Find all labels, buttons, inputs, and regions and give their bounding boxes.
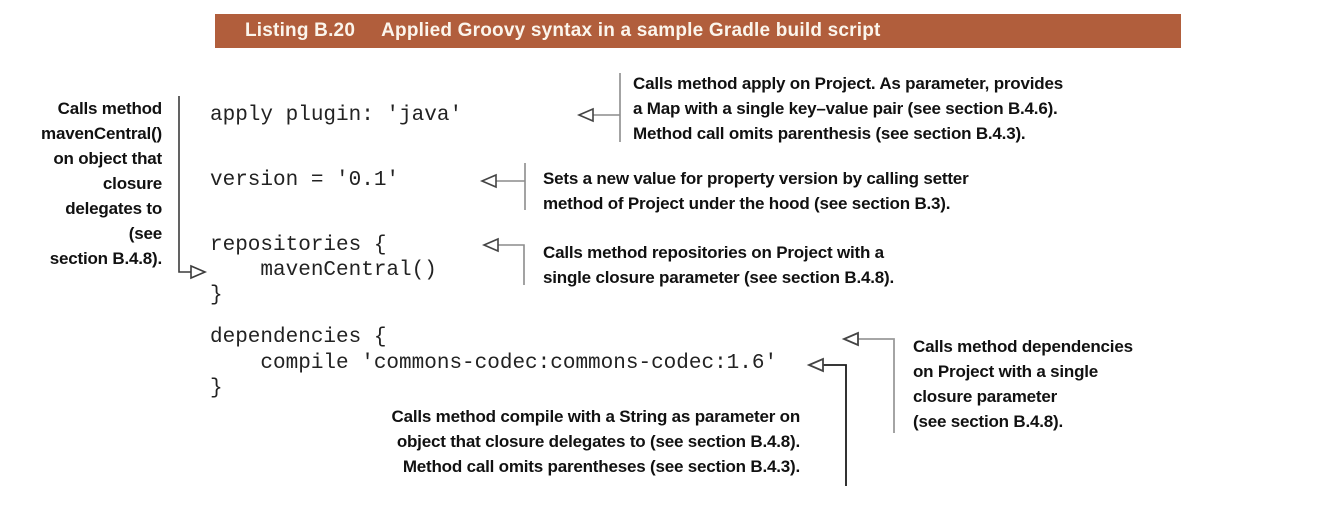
connector-maven-central (178, 96, 208, 280)
code-line-dependencies: dependencies { (210, 326, 387, 349)
annotation-version: Sets a new value for property version by… (543, 169, 969, 213)
connector-version (479, 163, 526, 210)
connector-compile (806, 357, 847, 486)
code-line-version: version = '0.1' (210, 169, 400, 192)
listing-number: Listing B.20 (245, 20, 356, 41)
code-line-mavencentral: mavenCentral() (210, 259, 437, 282)
code-line-repositories: repositories { (210, 234, 387, 257)
connector-dependencies (841, 331, 895, 433)
code-line-close-brace-2: } (210, 377, 223, 400)
annotation-apply: Calls method apply on Project. As parame… (633, 74, 1063, 143)
listing-banner: Listing B.20 Applied Groovy syntax in a … (215, 14, 1181, 48)
code-line-apply: apply plugin: 'java' (210, 104, 463, 127)
listing-title: Applied Groovy syntax in a sample Gradle… (381, 20, 881, 41)
annotation-compile: Calls method compile with a String as pa… (391, 407, 801, 476)
code-line-compile: compile 'commons-codec:commons-codec:1.6… (210, 352, 778, 375)
code-line-close-brace-1: } (210, 284, 223, 307)
annotation-dependencies: Calls method dependencies on Project wit… (913, 337, 1133, 431)
annotation-repositories: Calls method repositories on Project wit… (543, 243, 894, 287)
connector-repositories (481, 237, 525, 285)
annotation-maven-central: Calls method mavenCentral() on object th… (41, 99, 162, 268)
connector-apply (576, 73, 621, 142)
